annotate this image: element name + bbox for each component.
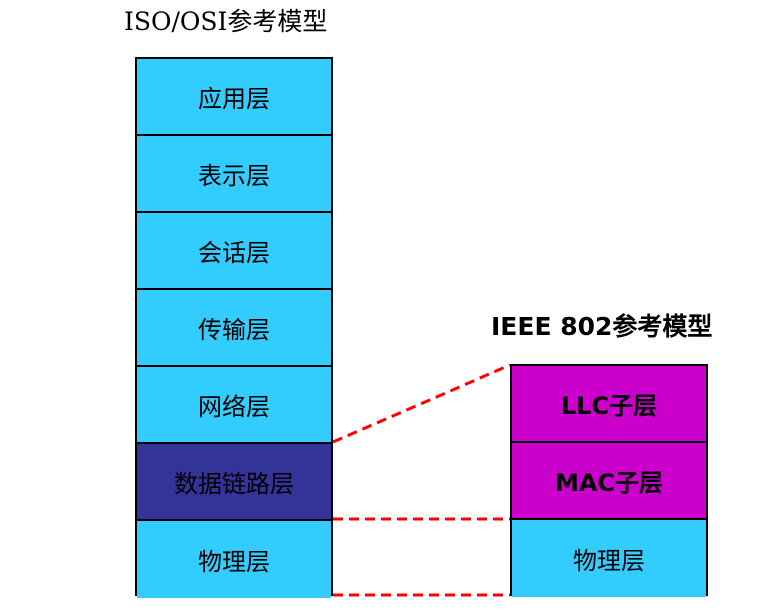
ieee-physical-layer: 物理层 [512,520,706,597]
osi-model-title: ISO/OSI参考模型 [124,7,328,36]
osi-layer-stack: 应用层 表示层 会话层 传输层 网络层 数据链路层 物理层 [135,57,333,598]
connector-data-link-top [332,363,511,444]
ieee-model-title: IEEE 802参考模型 [491,312,713,341]
ieee-llc-sublayer: LLC子层 [512,366,706,443]
osi-session-layer: 会话层 [137,213,331,290]
osi-data-link-layer: 数据链路层 [137,444,331,521]
ieee-mac-sublayer: MAC子层 [512,443,706,520]
osi-application-layer: 应用层 [137,59,331,136]
osi-network-layer: 网络层 [137,367,331,444]
osi-physical-layer: 物理层 [137,521,331,598]
osi-transport-layer: 传输层 [137,290,331,367]
ieee-layer-stack: LLC子层 MAC子层 物理层 [510,364,708,597]
osi-presentation-layer: 表示层 [137,136,331,213]
